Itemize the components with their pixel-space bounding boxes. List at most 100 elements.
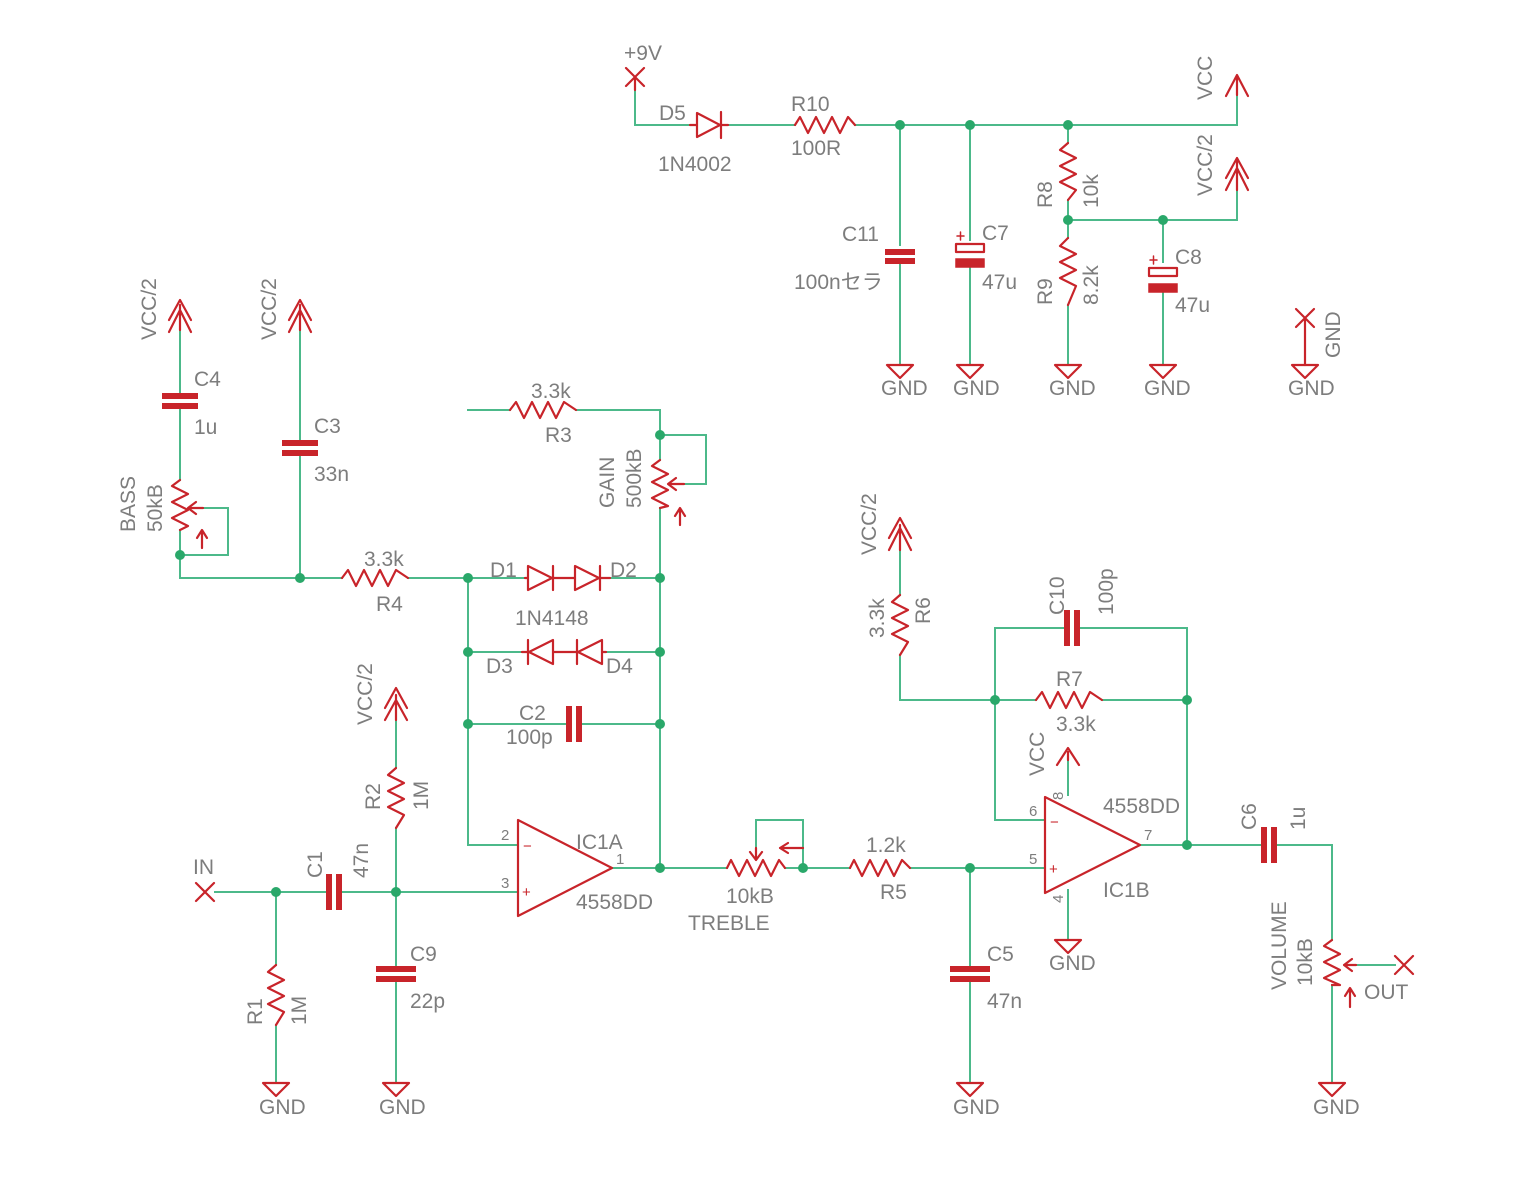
r10-ref: R10 xyxy=(791,93,830,116)
vcc-half-label: VCC/2 xyxy=(138,278,161,340)
pin-6: 6 xyxy=(1029,803,1037,820)
output-port: OUT xyxy=(1364,954,1415,1004)
r6-ref: R6 xyxy=(912,597,935,624)
capacitor-c9: C9 22p xyxy=(376,943,445,1013)
capacitor-c5: C5 47n xyxy=(950,943,1022,1013)
gnd-label: GND xyxy=(1322,311,1345,358)
c8-ref: C8 xyxy=(1175,246,1202,269)
resistor-r2: R2 1M xyxy=(362,766,433,830)
ic1a-value: 4558DD xyxy=(576,891,653,914)
d5-ref: D5 xyxy=(659,102,686,125)
vcc-supply-symbol: VCC xyxy=(1026,732,1081,776)
c8-value: 47u xyxy=(1175,294,1210,317)
c7-ref: C7 xyxy=(982,222,1009,245)
potentiometer-volume: VOLUME 10kB xyxy=(1268,901,1358,1009)
vcc-half-label: VCC/2 xyxy=(858,493,881,555)
d4-ref: D4 xyxy=(606,655,633,678)
junction-dot xyxy=(655,647,665,657)
resistor-r9: R9 8.2k xyxy=(1034,236,1103,307)
c9-ref: C9 xyxy=(410,943,437,966)
c1-ref: C1 xyxy=(304,851,327,878)
opamp-ic1a: − + 2 3 1 IC1A 4558DD xyxy=(501,818,653,918)
r2-value: 1M xyxy=(410,781,433,810)
junction-dot xyxy=(295,573,305,583)
junction-dot xyxy=(175,550,185,560)
vcc-label: VCC xyxy=(1194,56,1217,100)
noninverting-sign: + xyxy=(522,884,531,901)
gnd-label: GND xyxy=(1049,952,1096,975)
c6-value: 1u xyxy=(1287,807,1310,830)
resistor-r1: R1 1M xyxy=(244,963,311,1027)
resistor-r10: R10 100R xyxy=(791,93,857,160)
r9-ref: R9 xyxy=(1034,278,1057,305)
r9-value: 8.2k xyxy=(1080,265,1103,305)
resistor-r8: R8 10k xyxy=(1034,141,1103,208)
r7-ref: R7 xyxy=(1056,668,1083,691)
c11-value: 100nセラ xyxy=(794,271,883,294)
capacitor-c10: C10 100p xyxy=(1046,568,1118,646)
diode-value-label: 1N4148 xyxy=(515,607,589,630)
junction-dot xyxy=(1182,840,1192,850)
junction-dot xyxy=(895,120,905,130)
r7-value: 3.3k xyxy=(1056,713,1096,736)
junctions xyxy=(175,120,1192,897)
capacitor-c1: C1 47n xyxy=(304,843,373,910)
inverting-sign: − xyxy=(523,838,532,855)
wires xyxy=(179,89,1396,1084)
junction-dot xyxy=(655,430,665,440)
c9-value: 22p xyxy=(410,990,445,1013)
gnd-symbol-c5: GND xyxy=(953,1081,1000,1119)
r1-value: 1M xyxy=(288,996,311,1025)
gnd-symbol-c9: GND xyxy=(379,1081,426,1119)
capacitor-c3: C3 33n xyxy=(282,415,349,486)
capacitor-c7: C7 47u xyxy=(954,222,1017,294)
c10-value: 100p xyxy=(1095,568,1118,615)
opamp-ic1b: − + 6 5 7 8 4 4558DD IC1B xyxy=(1029,792,1180,903)
gain-value: 500kB xyxy=(623,448,646,508)
pin-3: 3 xyxy=(501,875,509,892)
r4-value: 3.3k xyxy=(364,548,404,571)
gnd-symbol-c8: GND xyxy=(1144,363,1191,400)
r8-ref: R8 xyxy=(1034,181,1057,208)
resistor-r4: 3.3k R4 xyxy=(340,548,410,616)
c3-ref: C3 xyxy=(314,415,341,438)
c1-value: 47n xyxy=(350,843,373,878)
noninverting-sign: + xyxy=(1049,861,1058,878)
resistor-r5: 1.2k R5 xyxy=(848,834,912,904)
vcc-label: VCC xyxy=(1026,732,1049,776)
c10-ref: C10 xyxy=(1046,576,1069,615)
potentiometer-gain: GAIN 500kB xyxy=(596,448,687,527)
inverting-sign: − xyxy=(1050,814,1059,831)
in-label: IN xyxy=(193,856,214,879)
potentiometer-bass: BASS 50kB xyxy=(117,476,209,550)
gnd-label: GND xyxy=(1288,377,1335,400)
junction-dot xyxy=(463,573,473,583)
volume-ref: VOLUME xyxy=(1268,901,1291,990)
resistor-r3: 3.3k R3 xyxy=(508,380,578,447)
junction-dot xyxy=(990,695,1000,705)
ic1b-value: 4558DD xyxy=(1103,795,1180,818)
c11-ref: C11 xyxy=(842,223,879,246)
capacitor-c6: C6 1u xyxy=(1238,803,1310,863)
d3-ref: D3 xyxy=(486,655,513,678)
gnd-label: GND xyxy=(379,1096,426,1119)
c2-ref: C2 xyxy=(519,702,546,725)
pin-4: 4 xyxy=(1050,895,1067,903)
vcc-half-supply-symbol: VCC/2 xyxy=(354,663,409,725)
junction-dot xyxy=(463,719,473,729)
gnd-symbol-ic1b: GND xyxy=(1049,938,1096,975)
potentiometer-treble: 10kB TREBLE xyxy=(688,841,805,935)
volume-value: 10kB xyxy=(1294,938,1317,986)
junction-dot xyxy=(463,647,473,657)
vcc-half-label: VCC/2 xyxy=(258,278,281,340)
gnd-label: GND xyxy=(953,1096,1000,1119)
gnd-label: GND xyxy=(953,377,1000,400)
d5-value: 1N4002 xyxy=(658,153,732,176)
junction-dot xyxy=(798,863,808,873)
junction-dot xyxy=(1158,215,1168,225)
capacitor-c2: C2 100p xyxy=(506,702,582,749)
c4-value: 1u xyxy=(194,416,217,439)
r6-value: 3.3k xyxy=(866,598,889,638)
junction-dot xyxy=(1182,695,1192,705)
d1-ref: D1 xyxy=(490,559,517,582)
